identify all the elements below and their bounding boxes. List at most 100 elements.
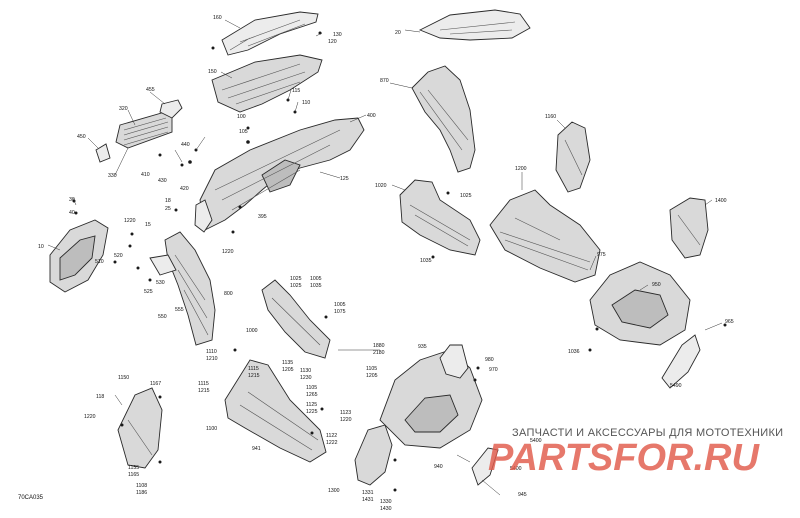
part-800-left-side-panel [149,231,216,346]
callout-1025-a: 1025 [290,276,302,282]
callout-1160: 1160 [545,114,556,120]
callout-20: 20 [395,30,401,36]
part-5400-bracket [471,447,499,486]
callout-5490: 5490 [670,383,682,389]
callout-1210: 1210 [206,356,218,362]
part-1160-bracket [555,121,591,193]
fasteners [72,31,727,492]
callout-440: 440 [181,142,190,148]
watermark: ЗАПЧАСТИ И АКСЕССУАРЫ ДЛЯ МОТОТЕХНИКИ PA… [488,427,783,479]
callout-941: 941 [252,446,261,452]
part-1150-lower-side-panel [117,387,163,469]
part-10-storage-box [49,219,109,293]
part-1000-rocker-panel [261,279,331,359]
callout-120: 120 [328,39,337,45]
callout-1215-a: 1215 [248,373,260,379]
callout-1035-b: 1035 [310,283,322,289]
leader-lines [47,19,723,496]
part-1400-right-bracket [669,197,709,259]
callout-1200: 1200 [515,166,527,172]
callout-420: 420 [180,186,189,192]
callout-980: 980 [485,357,494,363]
callout-1150: 1150 [118,375,129,381]
callout-1225: 1225 [306,409,318,415]
callout-25: 25 [165,206,171,212]
callout-1167: 1167 [150,381,161,387]
callout-1025-b: 1025 [290,283,302,289]
callout-150: 150 [208,69,217,75]
callout-800: 800 [224,291,233,297]
part-1200-floor-panel [489,189,601,283]
callout-1108: 1108 [136,483,147,489]
callout-1400: 1400 [715,198,727,204]
callout-1130: 1130 [300,368,311,374]
callout-1300: 1300 [328,488,340,494]
callout-1005: 1005 [310,276,322,282]
callout-1220-left: 1220 [124,218,136,224]
callout-1330: 1330 [380,499,392,505]
callout-1165: 1165 [128,472,139,478]
callout-450: 450 [77,134,86,140]
callout-1220-lower-left: 1220 [84,414,96,420]
callout-1220-right: 1220 [340,417,352,423]
callout-400: 400 [367,113,376,119]
callout-18: 18 [165,198,171,204]
callout-940: 940 [434,464,443,470]
callout-510: 510 [95,259,104,265]
callout-1115-b: 1115 [198,381,209,387]
callout-1036: 1036 [568,349,580,355]
part-950-console-tray [589,261,691,346]
callout-970: 970 [489,367,498,373]
callout-455: 455 [146,87,155,93]
diagram-code: 70CA035 [18,495,44,501]
callout-945: 945 [518,492,527,498]
part-160-dash-top-cover [221,11,319,56]
callout-950: 950 [652,282,661,288]
part-870-side-panel [411,65,476,173]
callout-1105-b: 1105 [366,366,377,372]
callout-100: 100 [237,114,246,120]
callout-130: 130 [333,32,342,38]
callout-410: 410 [141,172,150,178]
callout-115: 115 [292,88,300,94]
callout-1215-b: 1215 [198,388,210,394]
watermark-caption: ЗАПЧАСТИ И АКСЕССУАРЫ ДЛЯ МОТОТЕХНИКИ [512,427,783,439]
callout-1230: 1230 [300,375,312,381]
callout-1025: 1025 [460,193,472,199]
callout-870: 870 [380,78,389,84]
callout-1105: 1105 [306,385,317,391]
callout-1222: 1222 [326,440,338,446]
callout-525: 525 [144,289,153,295]
callout-1205-b: 1205 [366,373,378,379]
callout-1100: 1100 [206,426,217,432]
callout-330: 330 [108,173,117,179]
part-5490-panel [661,334,701,389]
callout-5400-b: 5400 [510,466,522,472]
part-320-grille [115,111,173,149]
callout-1005-b: 1005 [334,302,346,308]
callout-1186: 1186 [136,490,147,496]
callout-1000: 1000 [246,328,258,334]
part-400-dashboard-frame [194,117,365,233]
callout-555: 555 [175,307,184,313]
callout-1035: 1035 [420,258,432,264]
callout-1430: 1430 [380,506,392,512]
callout-118: 118 [96,394,104,400]
callout-105: 105 [239,129,248,135]
callout-110: 110 [302,100,310,106]
callout-1880: 1880 [373,343,385,349]
callout-1155: 1155 [128,465,139,471]
callout-160: 160 [213,15,222,21]
callout-1125: 1125 [306,402,317,408]
part-20-cowl [418,9,531,41]
callout-1135: 1135 [282,360,293,366]
callout-1220-center: 1220 [222,249,234,255]
part-150-dash-lower [211,54,323,113]
callout-1115-a: 1115 [248,366,259,372]
callout-1265: 1265 [306,392,318,398]
callout-1020: 1020 [375,183,387,189]
callout-935: 935 [418,344,427,350]
callout-965: 965 [725,319,734,325]
callout-1123: 1123 [340,410,351,416]
